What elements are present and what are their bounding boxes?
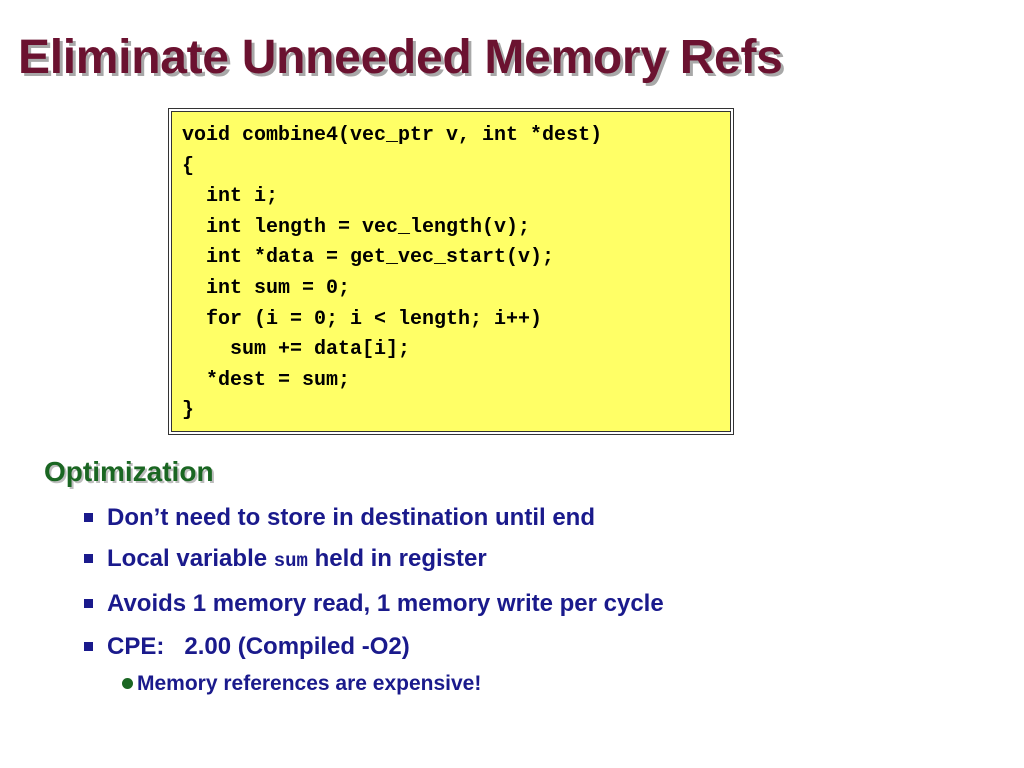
code-line: int i; — [182, 185, 279, 209]
code-line: int sum = 0; — [182, 276, 351, 300]
code-line: } — [182, 399, 195, 423]
square-bullet-icon — [84, 599, 93, 608]
bullet-text: CPE: 2.00 (Compiled -O2) — [107, 633, 410, 660]
square-bullet-icon — [84, 513, 93, 522]
bullet-item: Avoids 1 memory read, 1 memory write per… — [84, 590, 664, 618]
code-line: int *data = get_vec_start(v); — [182, 246, 555, 270]
sub-bullet-item: Memory references are expensive! — [122, 672, 481, 696]
bullet-text: Don’t need to store in destination until… — [107, 504, 595, 531]
bullet-item: Don’t need to store in destination until… — [84, 504, 595, 532]
code-line: void combine4(vec_ptr v, int *dest) — [182, 124, 603, 147]
bullet-text: held in register — [307, 545, 487, 572]
code-line: int length = vec_length(v); — [182, 215, 531, 239]
bullet-item: CPE: 2.00 (Compiled -O2) — [84, 633, 410, 661]
code-line: sum += data[i]; — [182, 338, 411, 362]
code-line: for (i = 0; i < length; i++) — [182, 307, 543, 331]
round-bullet-icon — [122, 678, 133, 689]
slide-title: Eliminate Unneeded Memory Refs — [18, 31, 783, 84]
code-listing: void combine4(vec_ptr v, int *dest) { in… — [171, 111, 731, 432]
section-heading: Optimization — [44, 456, 214, 487]
sub-bullet-text: Memory references are expensive! — [137, 672, 482, 695]
bullet-text: Local variable — [107, 545, 274, 572]
bullet-item: Local variable sum held in register — [84, 545, 487, 573]
square-bullet-icon — [84, 642, 93, 651]
code-line: { — [182, 154, 195, 178]
inline-code: sum — [273, 550, 308, 572]
bullet-text: Avoids 1 memory read, 1 memory write per… — [107, 590, 664, 617]
square-bullet-icon — [84, 554, 93, 563]
code-line: *dest = sum; — [182, 368, 351, 392]
code-box: void combine4(vec_ptr v, int *dest) { in… — [168, 108, 734, 435]
